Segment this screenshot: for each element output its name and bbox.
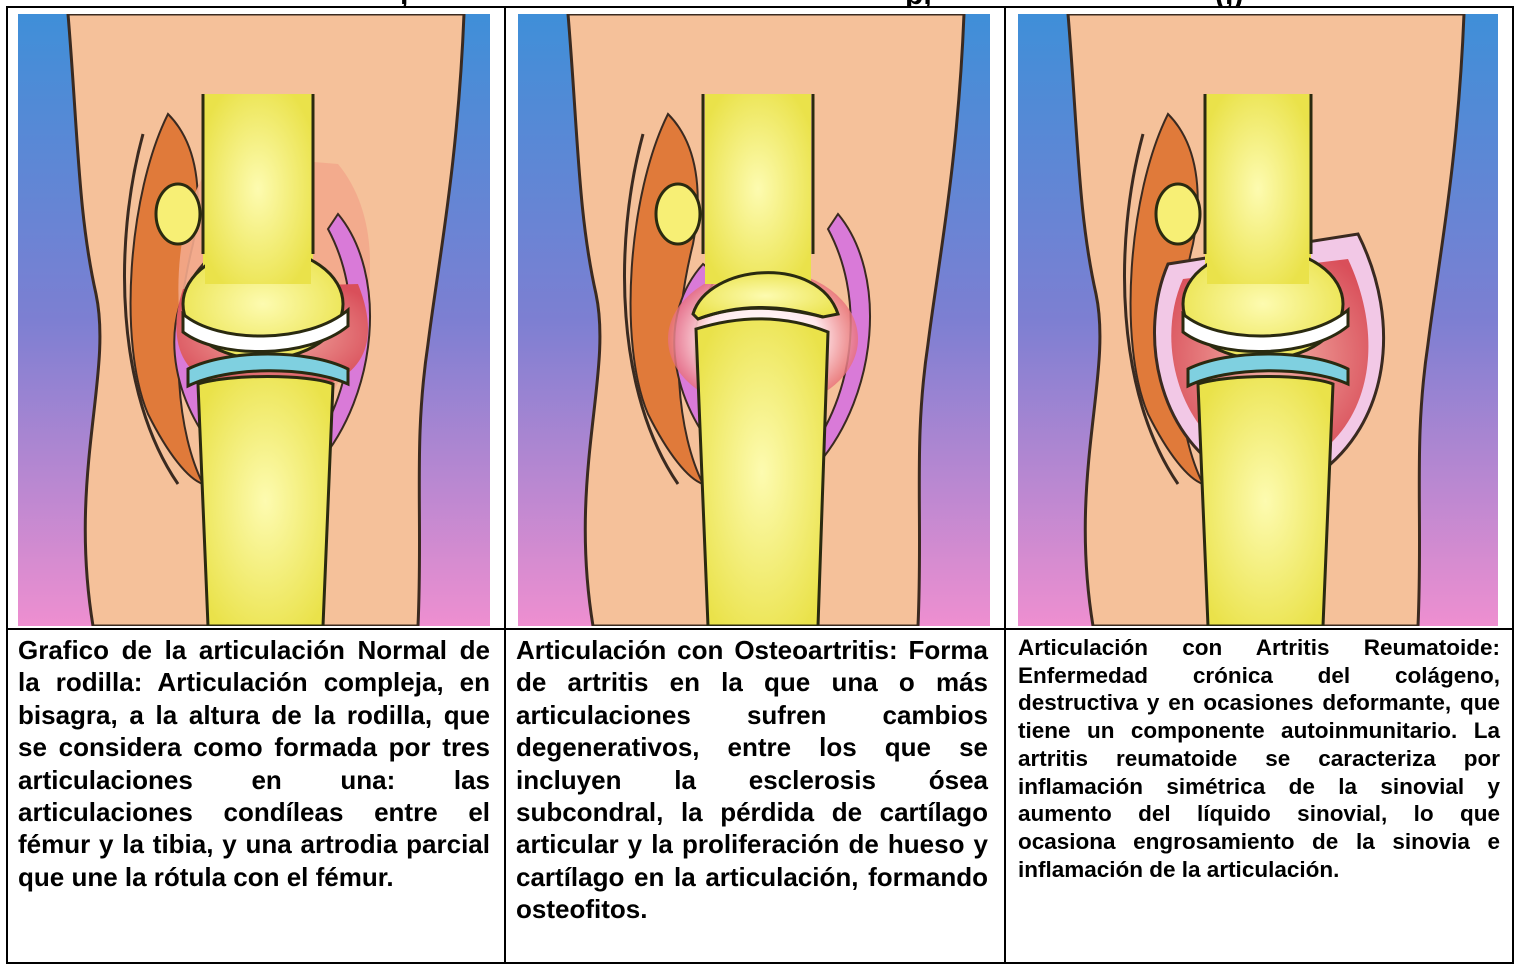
column-divider	[504, 6, 506, 964]
osteoarthritis-caption: Articulación con Osteoartritis: Forma de…	[516, 634, 988, 926]
rheumatoid-arthritis-caption: Articulación con Artritis Reumatoide: En…	[1018, 634, 1500, 883]
normal-knee-caption: Grafico de la articulación Normal de la …	[18, 634, 490, 893]
column-divider	[1004, 6, 1006, 964]
rheumatoid-arthritis-knee-illustration	[1018, 14, 1498, 626]
osteoarthritis-knee-illustration	[518, 14, 990, 626]
row-divider	[6, 628, 1514, 630]
normal-knee-illustration	[18, 14, 490, 626]
